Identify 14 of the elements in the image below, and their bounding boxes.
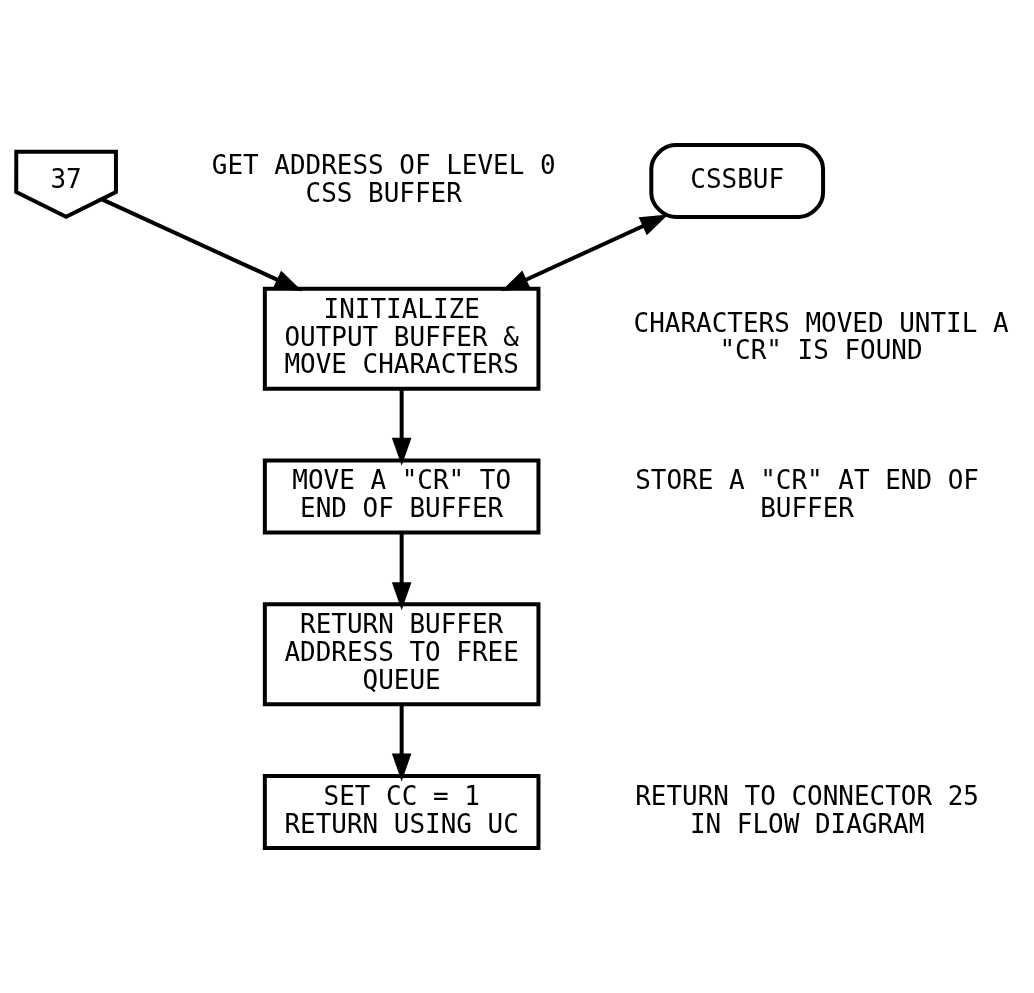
- node-label: STORE A "CR" AT END OF BUFFER: [635, 465, 979, 524]
- node-box: SET CC = 1 RETURN USING UC: [262, 774, 541, 850]
- arrow: [391, 704, 412, 782]
- node-box: MOVE A "CR" TO END OF BUFFER: [262, 458, 541, 535]
- node-label: CHARACTERS MOVED UNTIL A "CR" IS FOUND: [633, 307, 1009, 366]
- node-label: RETURN TO CONNECTOR 25 IN FLOW DIAGRAM: [635, 780, 979, 839]
- node-box: CSSBUF: [649, 143, 826, 219]
- node-box: INITIALIZE OUTPUT BUFFER & MOVE CHARACTERS: [262, 286, 541, 391]
- arrow: [500, 214, 669, 292]
- arrow: [391, 532, 412, 611]
- arrow: [101, 197, 303, 292]
- node-box: RETURN BUFFER ADDRESS TO FREE QUEUE: [262, 602, 541, 707]
- node-label: GET ADDRESS OF LEVEL 0 CSS BUFFER: [211, 149, 556, 208]
- arrow: [391, 389, 412, 466]
